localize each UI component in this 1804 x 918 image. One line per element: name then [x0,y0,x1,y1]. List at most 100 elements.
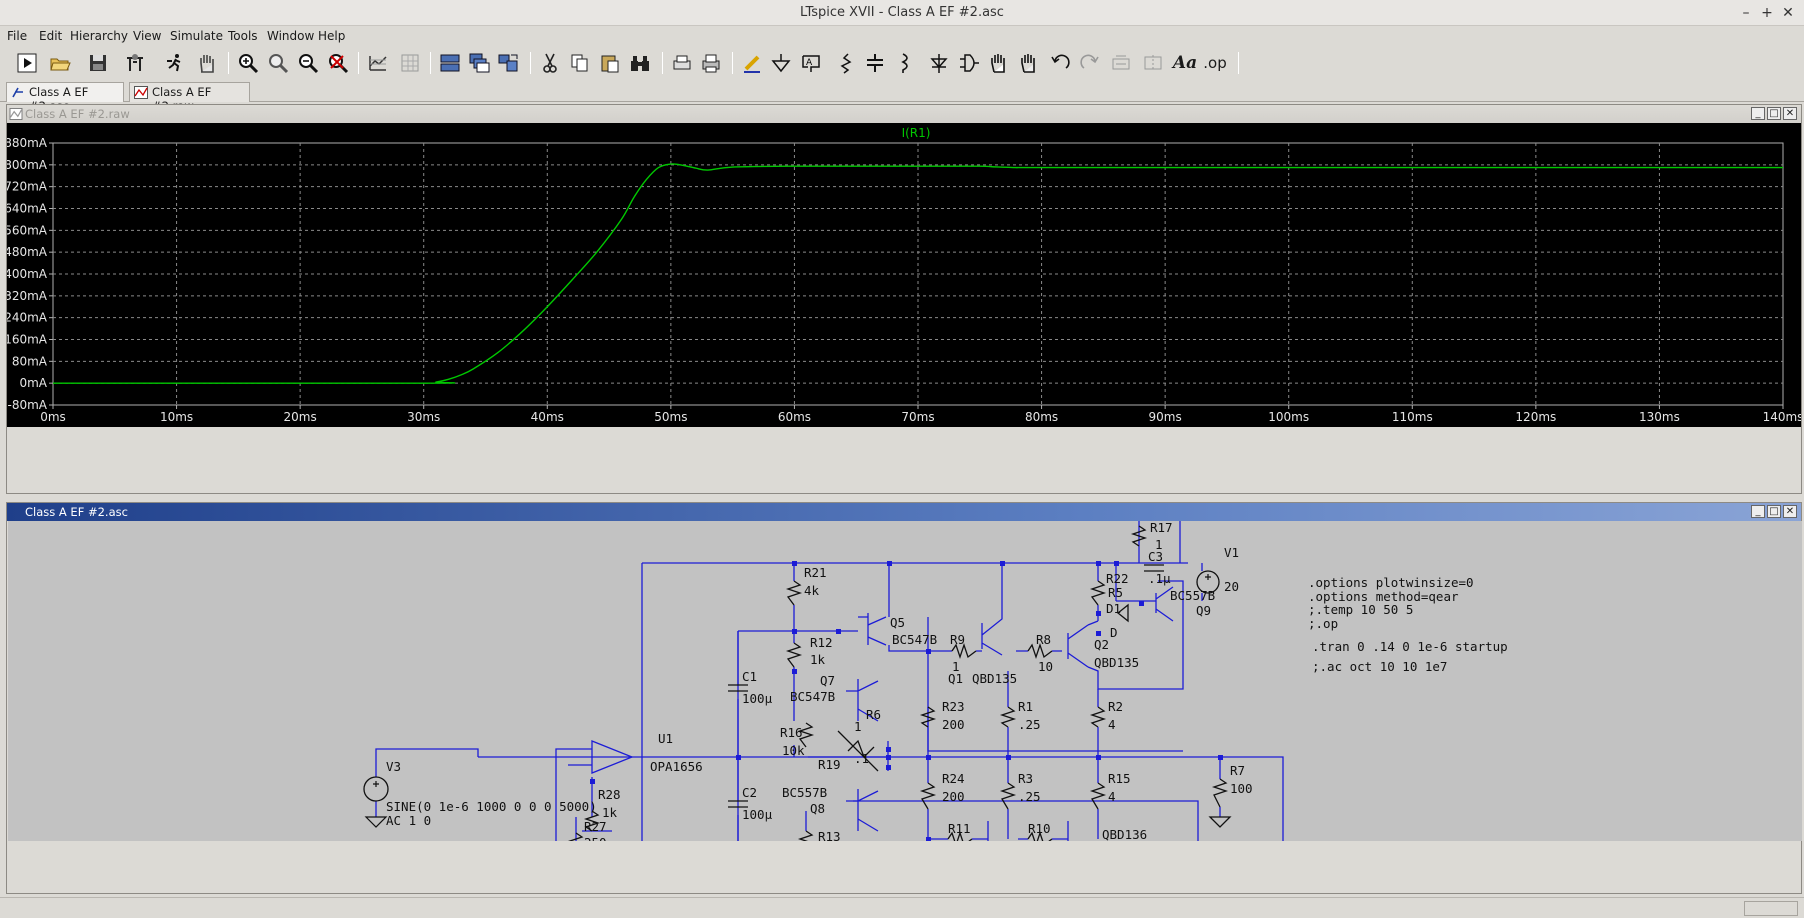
ref-c3: C3 [1148,549,1163,564]
waveform-window-title: Class A EF #2.raw [25,107,130,121]
print-icon[interactable] [698,50,724,76]
menu-file[interactable]: File [7,29,28,43]
redo-icon[interactable] [1077,50,1103,76]
diode-icon[interactable] [926,50,952,76]
zoom-out-icon[interactable] [295,50,321,76]
menu-help[interactable]: Help [318,29,346,43]
y-tick-label: 880mA [7,136,48,150]
ref-q2: Q2 [1094,637,1109,652]
directive-temp: ;.temp 10 50 5 [1308,602,1413,617]
menu-simulate[interactable]: Simulate [170,29,224,43]
val-r12: 1k [810,652,826,667]
paste-icon[interactable] [597,50,623,76]
ref-r3: R3 [1018,771,1033,786]
x-tick-label: 60ms [778,410,811,424]
run-icon[interactable] [14,50,40,76]
y-tick-label: 720mA [7,180,48,194]
x-tick-label: 90ms [1149,410,1182,424]
x-tick-label: 20ms [284,410,317,424]
ref-v3: V3 [386,759,401,774]
waveform-minimize-button[interactable]: _ [1751,107,1765,120]
x-tick-label: 130ms [1639,410,1680,424]
val-r15: 4 [1108,789,1116,804]
rotate-icon[interactable] [1108,50,1134,76]
tile-horizontal-icon[interactable] [437,50,463,76]
inductor-icon[interactable] [892,50,918,76]
control-panel-icon[interactable] [122,50,148,76]
drag-icon[interactable] [1016,50,1042,76]
title-bar: LTspice XVII - Class A EF #2.asc – + ✕ [0,0,1804,26]
save-icon[interactable] [85,50,111,76]
autorange-icon[interactable] [365,50,391,76]
grid-icon[interactable] [397,50,423,76]
find-icon[interactable] [627,50,653,76]
label-net-icon[interactable]: A [798,50,824,76]
copy-icon[interactable] [567,50,593,76]
mirror-icon[interactable] [1140,50,1166,76]
val-c3: .1µ [1148,571,1171,586]
val-r17: 1 [1155,537,1163,552]
minimize-button[interactable]: – [1742,5,1750,21]
maximize-button[interactable]: + [1761,5,1773,21]
y-tick-label: 0mA [19,376,47,390]
spice-directives: .options plotwinsize=0 .options method=q… [1308,575,1508,674]
menu-hierarchy[interactable]: Hierarchy [70,29,129,43]
waveform-maximize-button[interactable]: □ [1767,107,1781,120]
undo-icon[interactable] [1047,50,1073,76]
tab-waveform[interactable]: Class A EF #2.raw [129,82,250,113]
zoom-cancel-icon[interactable] [325,50,351,76]
ref-r17: R17 [1150,521,1173,535]
spice-directive-icon[interactable]: .op [1202,50,1228,76]
open-icon[interactable] [47,50,73,76]
ref-r22: R22 [1106,571,1129,586]
close-button[interactable]: ✕ [1782,5,1794,21]
pan-hand-icon[interactable] [194,50,220,76]
schematic-maximize-button[interactable]: □ [1767,505,1781,518]
y-tick-label: 80mA [12,354,48,368]
ref-r8: R8 [1036,632,1051,647]
tile-vertical-icon[interactable] [495,50,521,76]
val-r23: 200 [942,717,965,732]
menu-view[interactable]: View [133,29,162,43]
schematic-minimize-button[interactable]: _ [1751,505,1765,518]
schematic-canvas[interactable]: R17 1 C3 .1µ V1 20 R21 4k R22 R5 D1 D BC… [8,521,1802,841]
schematic-close-button[interactable]: ✕ [1783,505,1797,518]
menu-window[interactable]: Window [267,29,315,43]
val-q2: QBD135 [1094,655,1139,670]
halt-icon[interactable] [162,50,188,76]
x-tick-label: 100ms [1268,410,1309,424]
waveform-close-button[interactable]: ✕ [1783,107,1797,120]
ref-q7: Q7 [820,673,835,688]
move-icon[interactable] [986,50,1012,76]
ground-icon[interactable] [768,50,794,76]
resistor-icon[interactable] [832,50,858,76]
ref-r6: R6 [866,707,881,722]
cascade-icon[interactable] [466,50,492,76]
text-icon-label: Aa [1172,53,1198,73]
zoom-in-icon[interactable] [235,50,261,76]
toolbar-separator [358,52,359,74]
component-icon[interactable] [956,50,982,76]
ref-c2: C2 [742,785,757,800]
capacitor-icon[interactable] [862,50,888,76]
cut-icon[interactable] [537,50,563,76]
text-icon[interactable]: Aa [1172,50,1198,76]
x-tick-label: 50ms [654,410,687,424]
draw-wire-icon[interactable] [739,50,765,76]
print-preview-icon[interactable] [669,50,695,76]
val-v1: 20 [1224,579,1239,594]
trace-label: I(R1) [902,126,931,140]
waveform-window-caption[interactable]: Class A EF #2.raw _ □ ✕ [7,105,1801,123]
schematic-window-caption[interactable]: Class A EF #2.asc _ □ ✕ [7,503,1801,521]
zoom-area-icon[interactable] [265,50,291,76]
directive-method: .options method=qear [1308,589,1459,604]
menu-tools[interactable]: Tools [228,29,258,43]
ref-r24: R24 [942,771,965,786]
x-tick-label: 70ms [901,410,934,424]
val-r8: 10 [1038,659,1053,674]
menu-edit[interactable]: Edit [39,29,63,43]
tab-schematic[interactable]: Class A EF #2.asc [6,82,124,113]
y-tick-label: -80mA [8,398,48,412]
val-r16: 10k [782,743,805,758]
